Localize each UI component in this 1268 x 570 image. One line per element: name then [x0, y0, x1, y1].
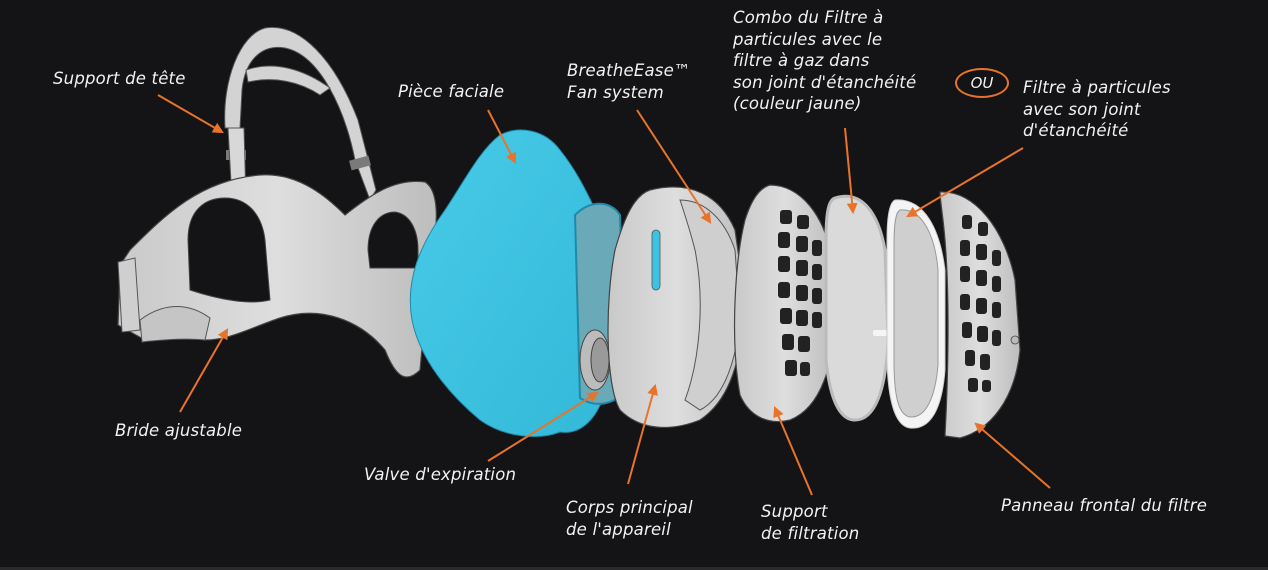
strap-hole-back: [367, 211, 419, 269]
strap-body: [117, 174, 437, 378]
head-harness: [224, 26, 377, 202]
arrow-particle-filter: [906, 147, 1024, 218]
strap-nose-pad: [117, 257, 141, 333]
head-strap-inner: [245, 65, 331, 96]
arrow-head-support: [157, 94, 224, 134]
arrow-adjustable-strap: [179, 328, 229, 413]
label-adjustable-strap: Bride ajustable: [115, 421, 243, 440]
arrow-filter-support: [773, 405, 813, 496]
label-exhalation-valve: Valve d'expiration: [364, 465, 517, 484]
strap-chin-pad: [139, 306, 211, 343]
arrow-main-body: [627, 383, 658, 485]
label-facepiece: Pièce faciale: [398, 82, 505, 101]
label-filter-front-panel: Panneau frontal du filtre: [1001, 496, 1208, 515]
arrow-facepiece: [487, 109, 517, 164]
bottom-border: [0, 567, 1268, 570]
strap-buckle-right: [349, 155, 371, 171]
label-fan-system: BreatheEase™ Fan system: [567, 61, 691, 102]
exhalation-valve: [579, 329, 611, 391]
filter-support-grid: [778, 210, 822, 376]
facepiece-shell: [409, 129, 614, 437]
front-panel-grid: [960, 215, 1001, 392]
or-badge: OU: [955, 68, 1009, 98]
filter-front-panel: [939, 191, 1021, 439]
arrow-exhalation-valve: [487, 391, 599, 462]
main-body: [607, 186, 746, 429]
label-head-support: Support de tête: [53, 69, 186, 88]
callout-arrows: [157, 94, 1051, 496]
arrow-fan-system: [636, 109, 712, 224]
adjustable-strap-body: [117, 174, 437, 378]
filter-support: [733, 184, 836, 423]
label-main-body: Corps principal de l'appareil: [566, 498, 693, 539]
head-strap-loop: [224, 26, 377, 202]
label-combo-filter: Combo du Filtre à particules avec le fil…: [733, 8, 917, 113]
fan-system-housing: [679, 199, 741, 411]
arrow-filter-front-panel: [974, 422, 1051, 489]
fan-indicator-strip: [651, 229, 661, 291]
label-particle-filter: Filtre à particules avec son joint d'éta…: [1023, 78, 1171, 140]
label-filter-support: Support de filtration: [761, 502, 860, 543]
strap-hole-front: [187, 197, 271, 303]
arrow-combo-filter: [844, 127, 858, 215]
combo-filter: [824, 194, 890, 422]
particle-filter: [886, 199, 946, 429]
facepiece: [409, 129, 627, 437]
